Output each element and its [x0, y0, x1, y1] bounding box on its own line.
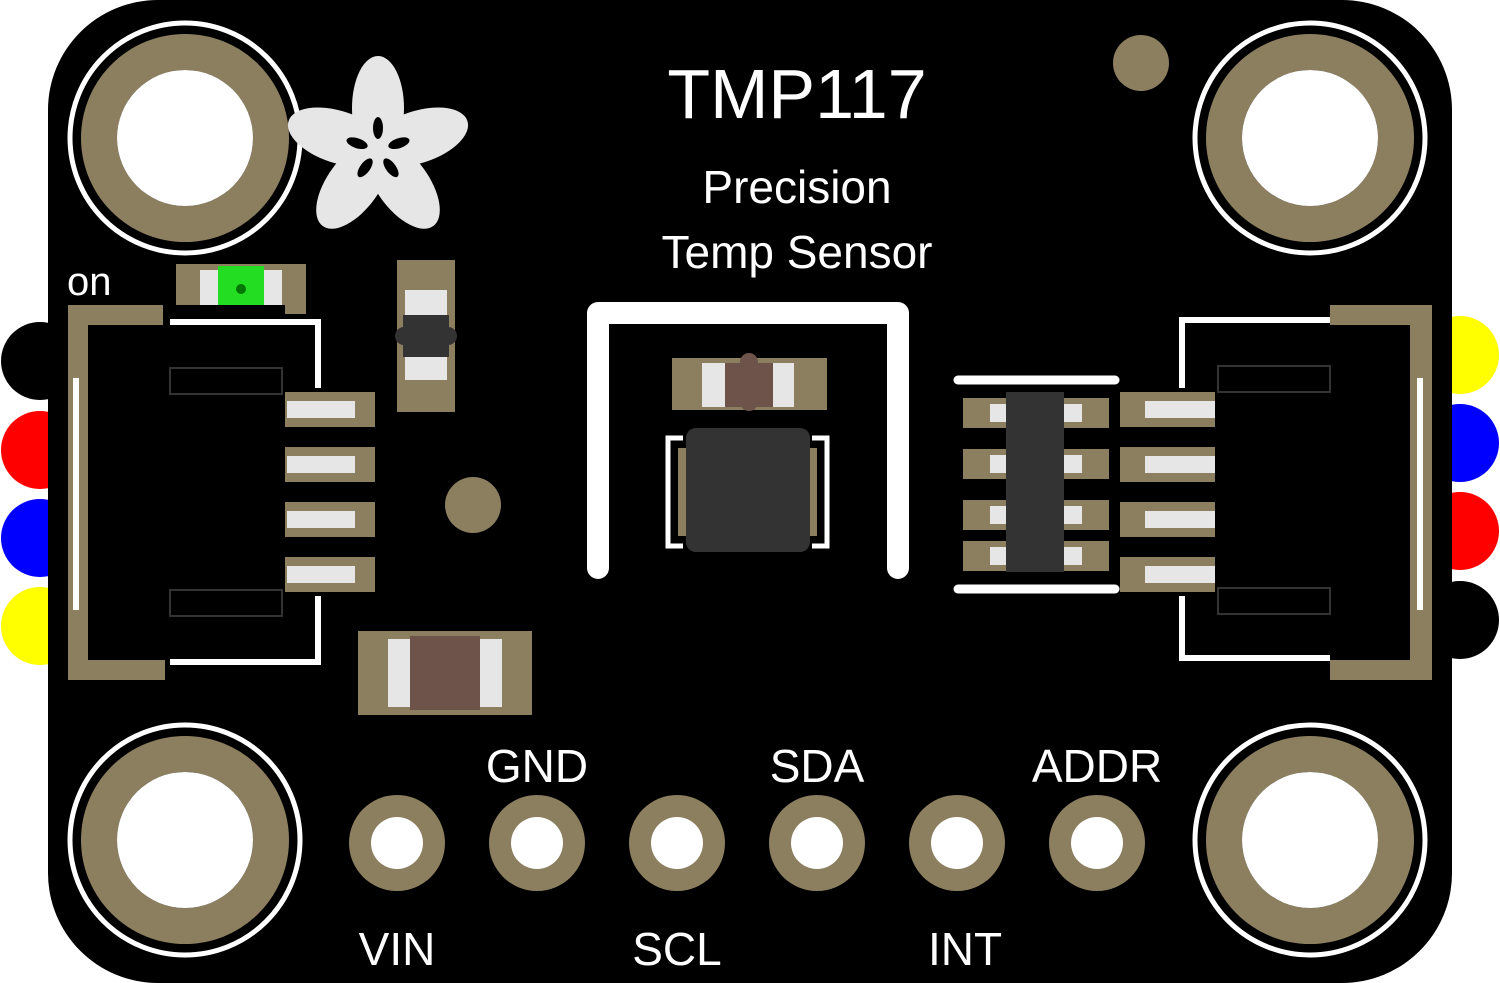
pin-label-addr: ADDR [1032, 740, 1162, 792]
pin-label-gnd: GND [486, 740, 588, 792]
led-label: on [67, 260, 112, 304]
fiducial-center [445, 477, 501, 533]
board-subtitle-line1: Precision [702, 161, 891, 213]
power-led [176, 264, 306, 314]
pin-vin [349, 795, 445, 891]
pin-int [909, 795, 1005, 891]
right-connector-pins [1120, 392, 1215, 592]
mounting-hole-top-left [67, 20, 303, 256]
resistor-r1 [395, 260, 457, 412]
fiducial-top-right [1113, 35, 1169, 91]
pin-label-scl: SCL [632, 923, 721, 975]
pin-addr [1049, 795, 1145, 891]
sensor-isolation-outline [587, 302, 909, 579]
mounting-hole-bottom-right [1192, 722, 1428, 958]
tmp117-sensor-chip [665, 428, 830, 552]
mounting-hole-bottom-left [67, 722, 303, 958]
soic-ic [953, 375, 1120, 594]
header-pins [349, 795, 1145, 891]
right-stemma-connector [1120, 305, 1432, 680]
pin-gnd [489, 795, 585, 891]
adafruit-flower-logo-icon [287, 56, 469, 229]
left-connector-pins [285, 392, 375, 592]
capacitor-c1 [672, 353, 827, 411]
pin-label-sda: SDA [770, 740, 865, 792]
pin-label-vin: VIN [359, 923, 436, 975]
left-stemma-connector [68, 305, 375, 680]
pin-scl [629, 795, 725, 891]
mounting-hole-top-right [1192, 20, 1428, 256]
capacitor-c2 [358, 631, 532, 715]
board-title: TMP117 [667, 55, 926, 133]
pin-sda [769, 795, 865, 891]
pin-label-int: INT [928, 923, 1002, 975]
board-subtitle-line2: Temp Sensor [661, 226, 932, 278]
